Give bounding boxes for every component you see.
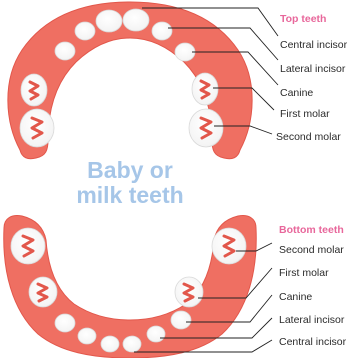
lower-lateral-incisor-right (147, 326, 165, 342)
bottom-label-canine: Canine (279, 291, 312, 303)
lower-central-incisor-left (101, 336, 119, 352)
upper-second-molar-right (189, 109, 223, 147)
top-label-canine: Canine (280, 87, 313, 99)
lower-canine-right (171, 311, 191, 329)
bottom-label-central-incisor: Central incisor (279, 336, 347, 348)
upper-second-molar-left (20, 109, 54, 147)
title-line-2: milk teeth (40, 183, 220, 208)
top-teeth-header: Top teeth (280, 13, 326, 25)
upper-jaw (8, 2, 252, 159)
bottom-label-lateral-incisor: Lateral incisor (279, 314, 345, 326)
lower-second-molar-right (212, 228, 246, 264)
title-line-1: Baby or (40, 158, 220, 183)
top-label-central-incisor: Central incisor (280, 39, 348, 51)
diagram-title: Baby or milk teeth (40, 158, 220, 208)
lower-lateral-incisor-left (78, 328, 96, 344)
top-label-second-molar: Second molar (276, 131, 341, 143)
top-label-first-molar: First molar (280, 108, 330, 120)
upper-central-incisor-right (123, 9, 149, 31)
upper-lateral-incisor-right (152, 22, 172, 40)
lower-first-molar-right (175, 277, 203, 307)
lower-first-molar-left (29, 277, 57, 307)
bottom-teeth-header: Bottom teeth (279, 224, 344, 236)
lower-canine-left (55, 314, 75, 332)
lower-central-incisor-right (123, 336, 141, 352)
upper-canine-left (55, 42, 75, 60)
upper-lateral-incisor-left (75, 22, 95, 40)
lower-jaw (4, 216, 256, 358)
upper-central-incisor-left (96, 10, 122, 32)
bottom-label-second-molar: Second molar (279, 244, 344, 256)
bottom-label-first-molar: First molar (279, 267, 329, 279)
top-label-lateral-incisor: Lateral incisor (280, 63, 346, 75)
lower-second-molar-left (11, 228, 45, 264)
